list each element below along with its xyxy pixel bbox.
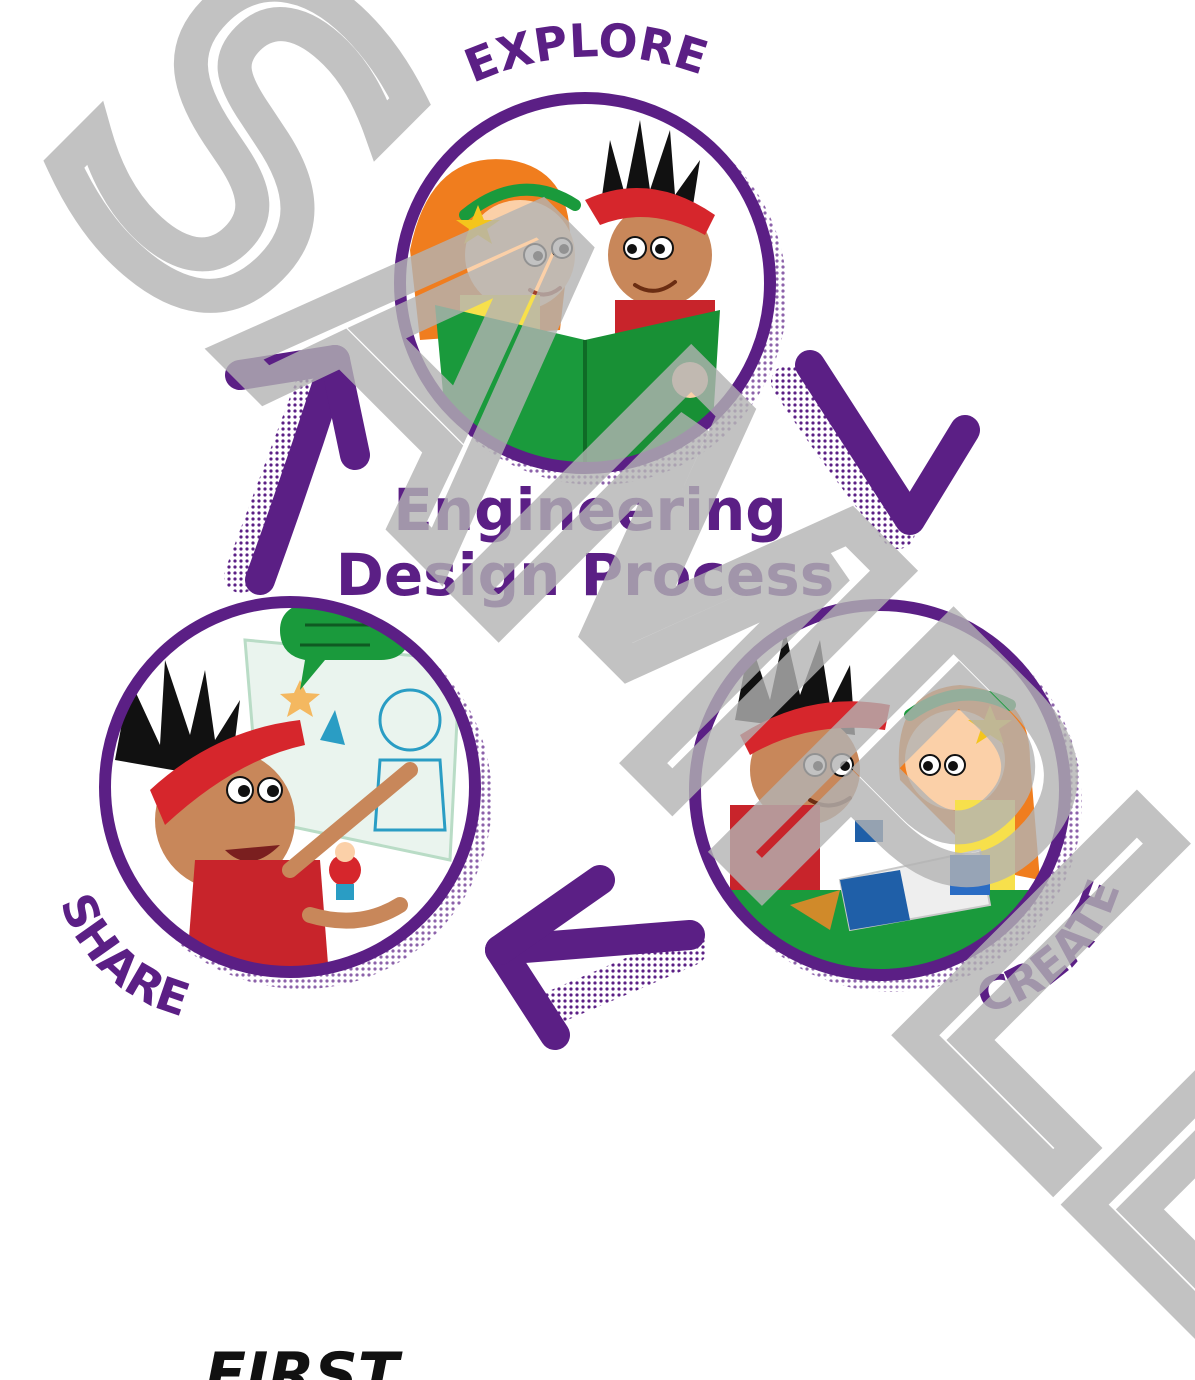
purple-curved-arrow-icon: [795, 350, 980, 535]
diagram-title-line1: Engineering: [393, 476, 787, 544]
stage-create: CREATE: [689, 599, 1131, 1024]
diagram-title-line2: Design Process: [336, 541, 835, 609]
cycle-arrow-create-to-share: [485, 865, 707, 1050]
first-logo: FIRST: [205, 1340, 403, 1380]
stage-explore: EXPLORE: [394, 13, 787, 485]
kids-building-bricks-icon: [695, 605, 1065, 975]
cycle-arrow-share-to-explore: [224, 345, 370, 595]
kid-presenting-drawing-icon: [105, 602, 475, 972]
kids-reading-book-icon: [400, 98, 770, 468]
cycle-arrow-explore-to-create: [771, 350, 980, 549]
stage-share: SHARE: [50, 596, 492, 1027]
